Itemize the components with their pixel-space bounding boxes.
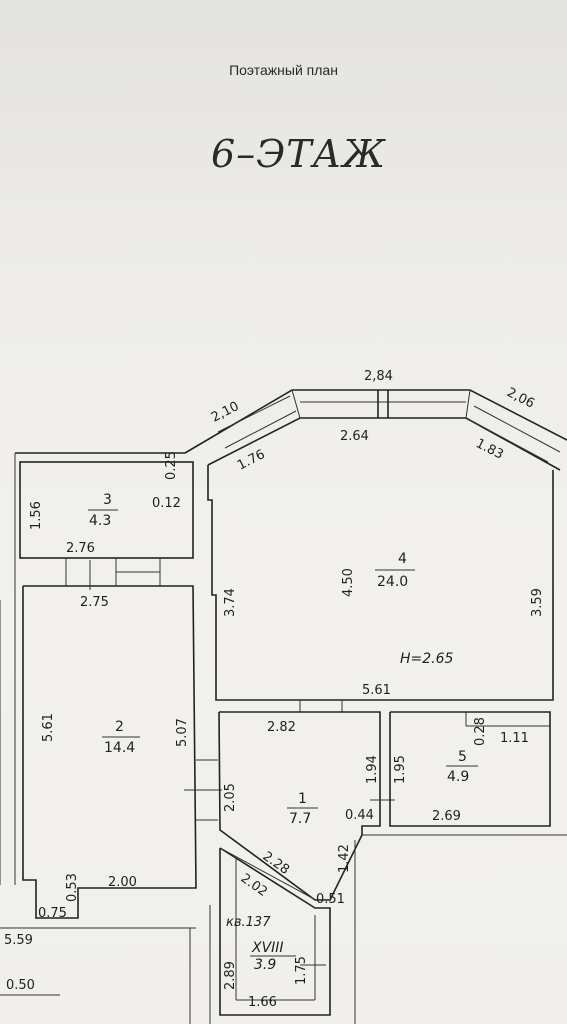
room-2-walls: [0, 585, 222, 919]
dim-1-94: 1.94: [365, 755, 380, 784]
room-5-walls: [362, 711, 567, 836]
outer-walls: [0, 840, 356, 1024]
dim-0-75: 0.75: [38, 906, 67, 921]
plan-subtitle: Поэтажный план: [229, 62, 338, 78]
room-xviii-number: XVIII: [251, 940, 284, 956]
dim-1-83: 1.83: [473, 436, 506, 463]
room-xviii-walls: [219, 847, 331, 1016]
dim-5-07: 5.07: [175, 718, 190, 747]
dim-3-59: 3.59: [530, 588, 545, 617]
room-4-number: 4: [398, 551, 407, 567]
dim-2-75: 2.75: [80, 595, 109, 610]
room-1-number: 1: [298, 791, 307, 807]
dim-0-25: 0.25: [164, 451, 179, 480]
dim-1-76: 1.76: [235, 447, 268, 474]
dim-2-10: 2,10: [209, 399, 242, 426]
dim-2-84: 2,84: [364, 369, 393, 384]
room-1-walls: [218, 700, 395, 901]
room-3-walls: [14, 452, 194, 885]
room-1-area: 7.7: [289, 811, 311, 827]
dim-2-02: 2.02: [238, 871, 270, 900]
room-4-area: 24.0: [377, 574, 408, 590]
dim-0-51: 0.51: [316, 892, 345, 907]
room-2-area: 14.4: [104, 740, 135, 756]
dim-2-89: 2.89: [223, 961, 238, 990]
dim-3-74: 3.74: [223, 588, 238, 617]
dim-2-28: 2.28: [260, 849, 292, 878]
room-5-number: 5: [458, 749, 467, 765]
dim-1-75: 1.75: [294, 956, 309, 985]
room-xviii-area: 3.9: [254, 957, 276, 973]
dimension-labels: 2,84 2,10 2,06 2.64 1.76 1.83 0.25 0.12 …: [4, 369, 545, 1010]
dim-2-76: 2.76: [66, 541, 95, 556]
dim-2-06: 2,06: [504, 385, 537, 412]
dim-2-05: 2.05: [223, 783, 238, 812]
room-3-number: 3: [103, 492, 112, 508]
room-4-walls: [184, 389, 567, 701]
dim-5-59: 5.59: [4, 933, 33, 948]
dim-1-95: 1.95: [393, 755, 408, 784]
dim-0-53: 0.53: [65, 873, 80, 902]
ceiling-height: H=2.65: [400, 651, 454, 667]
dim-0-28: 0.28: [473, 717, 488, 746]
dim-1-56: 1.56: [29, 501, 44, 530]
apartment-number: кв.137: [226, 915, 271, 930]
dim-1-42: 1.42: [337, 844, 352, 873]
room-2-number: 2: [115, 719, 124, 735]
dim-2-00: 2.00: [108, 875, 137, 890]
dim-2-69: 2.69: [432, 809, 461, 824]
dim-0-44: 0.44: [345, 808, 374, 823]
dim-1-66: 1.66: [248, 995, 277, 1010]
dim-4-50: 4.50: [341, 568, 356, 597]
dim-0-50: 0.50: [6, 978, 35, 993]
dim-0-12: 0.12: [152, 496, 181, 511]
dim-2-82: 2.82: [267, 720, 296, 735]
dim-5-61-room2: 5.61: [41, 713, 56, 742]
floor-title: 6–ЭТАЖ: [210, 132, 387, 176]
room-labels: 3 4.3 4 24.0 2 14.4 1 7.7 5 4.9 XVIII 3.…: [88, 492, 478, 973]
dim-5-61-room4: 5.61: [362, 683, 391, 698]
dim-2-64: 2.64: [340, 429, 369, 444]
room-3-area: 4.3: [89, 513, 111, 529]
room-5-area: 4.9: [447, 769, 469, 785]
dim-1-11: 1.11: [500, 731, 529, 746]
